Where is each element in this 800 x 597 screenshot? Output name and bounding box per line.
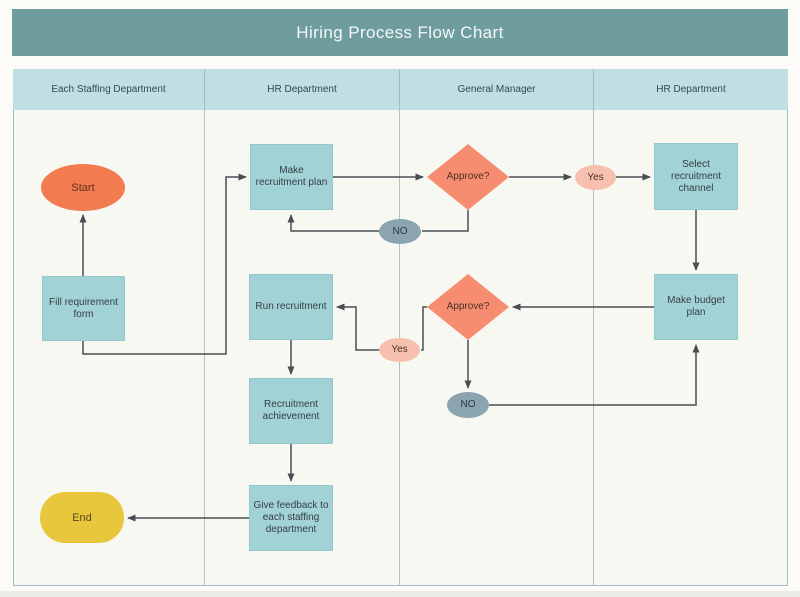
process-label: Run recruitment: [255, 301, 327, 312]
yes-label: Yes: [587, 171, 604, 183]
no-label: NO: [460, 399, 476, 410]
process-label: Give feedback to each staffing departmen…: [253, 500, 329, 535]
process-make-recruitment-plan: Make recruitment plan: [250, 144, 333, 210]
yes-label: Yes: [391, 344, 408, 355]
no-label: NO: [392, 225, 408, 237]
yes-badge-2: Yes: [379, 338, 420, 362]
lane-label: General Manager: [457, 84, 536, 95]
lane-header-row: Each Staffing Department HR Department G…: [13, 69, 788, 110]
yes-badge-1: Yes: [575, 165, 616, 190]
start-node: Start: [41, 164, 125, 211]
lane-header-hr-department-1: HR Department: [205, 69, 400, 110]
process-label: Make budget plan: [667, 295, 725, 318]
process-label: Select recruitment channel: [670, 158, 721, 194]
process-label: Fill requirement form: [49, 296, 118, 320]
process-select-recruitment-channel: Select recruitment channel: [654, 143, 738, 210]
page-title: Hiring Process Flow Chart: [296, 22, 504, 42]
decision-label: Approve?: [446, 171, 490, 182]
end-node: End: [40, 492, 124, 543]
lane-label: Each Staffing Department: [51, 84, 166, 95]
lane-label: HR Department: [267, 84, 337, 95]
process-recruitment-achievement: Recruitment achievement: [249, 378, 333, 444]
process-label: Make recruitment plan: [255, 165, 328, 188]
no-badge-1: NO: [379, 219, 421, 244]
process-give-feedback: Give feedback to each staffing departmen…: [249, 485, 333, 551]
decision-label: Approve?: [446, 301, 490, 312]
lane-header-hr-department-2: HR Department: [594, 69, 788, 110]
footer-strip: [0, 591, 800, 597]
start-label: Start: [71, 181, 95, 194]
process-label: Recruitment achievement: [262, 399, 320, 422]
no-badge-2: NO: [447, 392, 489, 418]
process-make-budget-plan: Make budget plan: [654, 274, 738, 340]
process-fill-requirement-form: Fill requirement form: [42, 276, 125, 341]
process-run-recruitment: Run recruitment: [249, 274, 333, 340]
lane-header-each-staffing-department: Each Staffing Department: [13, 69, 205, 110]
lane-label: HR Department: [656, 84, 726, 95]
lane-divider: [204, 110, 205, 586]
title-bar: Hiring Process Flow Chart: [12, 9, 788, 56]
end-label: End: [72, 511, 92, 524]
lane-header-general-manager: General Manager: [400, 69, 594, 110]
